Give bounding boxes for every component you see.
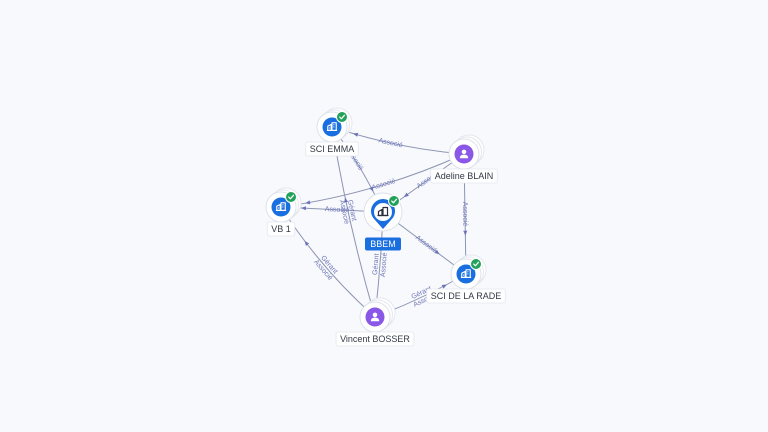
person-icon bbox=[370, 312, 380, 322]
verified-check-icon bbox=[470, 258, 482, 270]
node-label: BBEM bbox=[370, 239, 396, 249]
verified-check-icon bbox=[336, 111, 348, 123]
node-label: SCI DE LA RADE bbox=[431, 291, 502, 301]
verified-check-icon bbox=[285, 191, 297, 203]
node-label-bg bbox=[266, 221, 296, 237]
node-label: Vincent BOSSER bbox=[340, 334, 410, 344]
edge-label: Gérant bbox=[346, 199, 357, 221]
node-label: VB 1 bbox=[271, 224, 291, 234]
node-label-bg bbox=[430, 168, 498, 184]
edge-arrow-adeline-scirade bbox=[463, 230, 468, 236]
edge-arrow-adeline-vb1 bbox=[305, 200, 311, 205]
edge-arrow-bbem-scirade bbox=[434, 249, 440, 255]
building-icon bbox=[326, 122, 338, 131]
node-label: SCI EMMA bbox=[310, 144, 355, 154]
nodes-layer: BBEM SCI EMMA VB 1 SCI DE LA RADE Adeline BL… bbox=[265, 107, 506, 347]
edge-arrow-adeline-sciemma bbox=[352, 132, 359, 137]
node-label-bg bbox=[365, 237, 401, 251]
edge-arrow-bbem-vb1 bbox=[300, 206, 307, 211]
node-label-bg bbox=[335, 331, 415, 347]
person-icon bbox=[459, 149, 469, 159]
node-label-bg bbox=[305, 141, 359, 157]
node-sci-rade[interactable]: SCI DE LA RADE bbox=[426, 254, 506, 304]
node-sci-emma[interactable]: SCI EMMA bbox=[305, 107, 359, 157]
edge-label: Associé bbox=[378, 137, 404, 149]
edge-arrow-vincent-scirade bbox=[441, 284, 447, 289]
edge-label: Associé bbox=[461, 202, 468, 227]
node-label-bg bbox=[426, 288, 506, 304]
node-bbem[interactable]: BBEM bbox=[363, 192, 403, 251]
edge-arrow-adeline-bbem bbox=[403, 192, 409, 198]
edge-label: Associé bbox=[371, 178, 397, 192]
building-icon bbox=[460, 269, 472, 278]
edge-arrow-vincent-vb1 bbox=[304, 240, 310, 246]
building-icon bbox=[275, 202, 287, 211]
edge-label: Gérant bbox=[372, 253, 381, 275]
node-vincent[interactable]: Vincent BOSSER bbox=[335, 297, 415, 347]
edge-label: Associé bbox=[380, 252, 389, 277]
node-adeline[interactable]: Adeline BLAIN bbox=[430, 134, 498, 184]
building-icon bbox=[377, 206, 389, 217]
edge-label: Associé bbox=[414, 234, 438, 254]
edge-adeline-vb1 bbox=[280, 153, 465, 208]
verified-check-icon bbox=[388, 195, 400, 207]
node-label: Adeline BLAIN bbox=[435, 171, 494, 181]
node-vb1[interactable]: VB 1 bbox=[265, 187, 302, 237]
edge-arrow-sciemma-bbem bbox=[369, 186, 374, 192]
edge-arrow-vincent-sciemma bbox=[344, 197, 349, 203]
edge-label: Associé bbox=[325, 206, 350, 214]
edge-vincent-vb1 bbox=[280, 206, 376, 318]
